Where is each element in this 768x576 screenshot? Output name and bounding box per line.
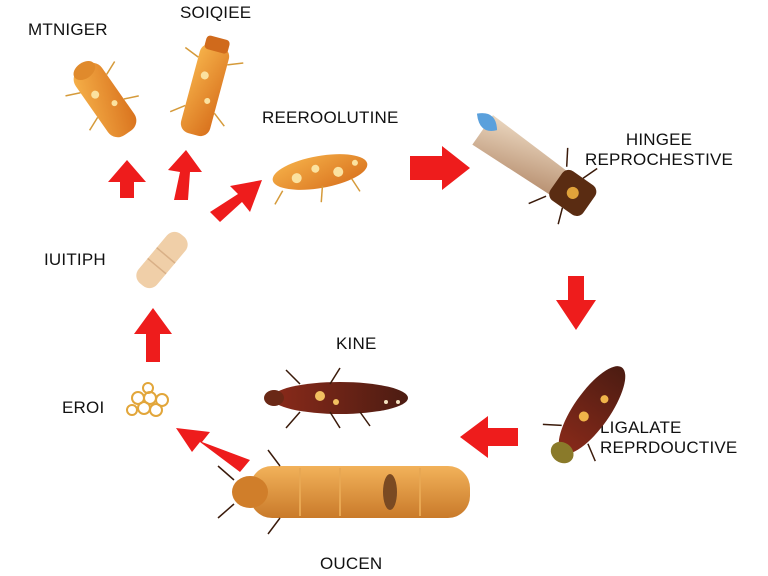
winged-reproductive-icon [472, 113, 598, 225]
label-winged-line2: REPROCHESTIVE [585, 149, 734, 169]
arrow-nymph-to-reproductive [210, 180, 262, 222]
arrow-winged-to-supplementary [556, 276, 596, 330]
label-winged-reproductive: HINGEE REPROCHESTIVE [585, 130, 733, 169]
worker-termite-icon [65, 61, 139, 138]
label-supplementary-line2: REPRDOUCTIVE [600, 437, 738, 457]
label-nymph: IUITIPH [44, 250, 106, 269]
label-supplementary-line1: LIGALATE [600, 418, 682, 437]
label-egg: EROI [62, 398, 105, 417]
king-termite-icon [264, 367, 408, 429]
arrow-nymph-to-worker [108, 160, 146, 198]
arrow-supplementary-to-queen [460, 416, 518, 458]
arrow-egg-to-nymph [134, 308, 172, 362]
egg-cluster-icon [126, 382, 169, 417]
label-queen: OUCEN [320, 554, 383, 573]
arrow-reproductive-to-winged [410, 146, 470, 190]
label-king: KINE [336, 334, 377, 353]
reproductive-larva-icon [272, 154, 368, 205]
supplementary-reproductive-icon [542, 366, 626, 464]
arrow-nymph-to-soldier [168, 150, 202, 200]
label-reproductive: REEROOLUTINE [262, 108, 399, 127]
queen-termite-icon [217, 449, 470, 535]
label-worker: MTNIGER [28, 20, 108, 39]
nymph-icon [136, 231, 188, 289]
label-winged-line1: HINGEE [625, 130, 693, 149]
label-supplementary-reproductive: LIGALATE REPRDOUCTIVE [600, 418, 737, 457]
label-soldier: SOIQIEE [180, 3, 252, 22]
arrow-queen-to-egg [176, 428, 250, 472]
soldier-termite-icon [169, 35, 244, 137]
